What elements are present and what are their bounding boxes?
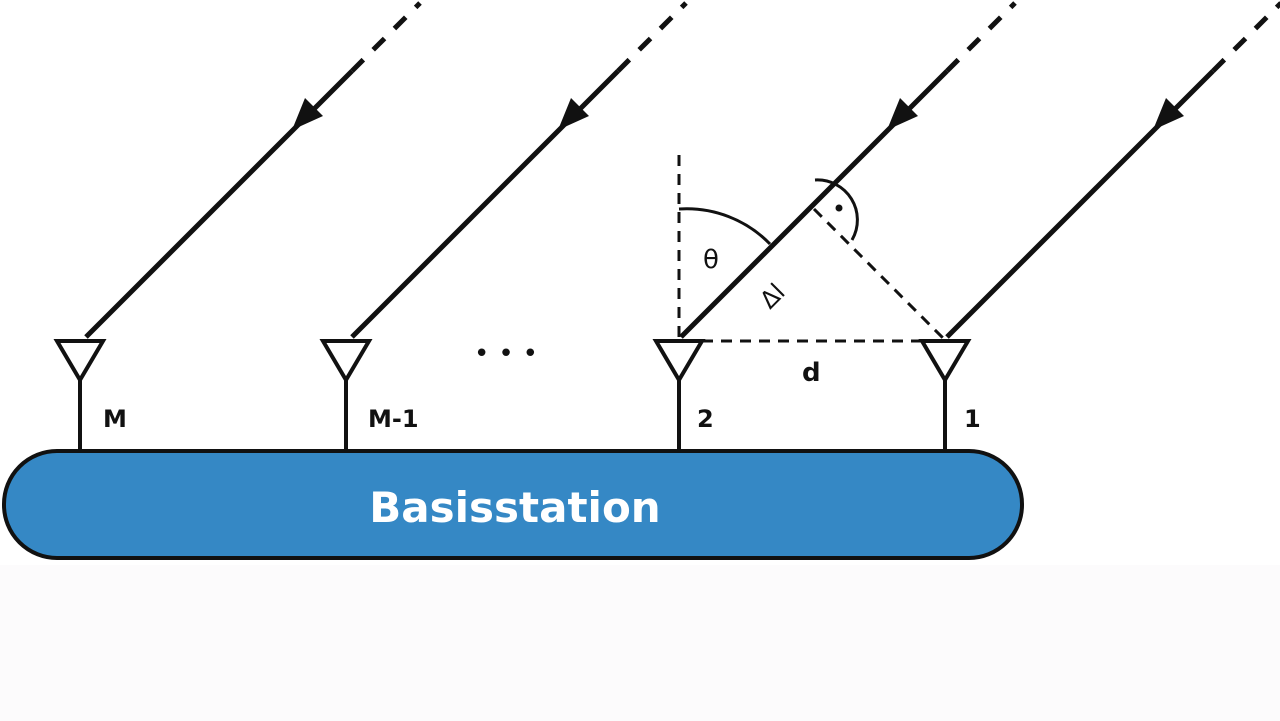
antenna-2 bbox=[652, 339, 706, 452]
antenna-1-icon bbox=[918, 339, 972, 384]
ray-2-dashed bbox=[945, 1, 1017, 73]
perpendicular-line bbox=[812, 207, 946, 341]
theta-arc bbox=[678, 207, 772, 246]
antenna-label-m: M bbox=[103, 405, 127, 433]
ray-1-dashed bbox=[1211, 1, 1280, 73]
geometry-construction bbox=[677, 155, 946, 343]
antenna-label-m1: M-1 bbox=[368, 405, 419, 433]
ray-m-dashed bbox=[350, 1, 422, 73]
base-station-label: Basisstation bbox=[369, 483, 660, 532]
antenna-m bbox=[53, 339, 107, 452]
antenna-m1-icon bbox=[319, 339, 373, 384]
arrowhead-ray-1 bbox=[1153, 98, 1184, 130]
spacing-label: d bbox=[802, 358, 821, 388]
base-station-body bbox=[2, 449, 1024, 560]
antennas bbox=[53, 339, 972, 452]
antenna-1 bbox=[918, 339, 972, 452]
right-angle-dot bbox=[835, 204, 843, 212]
antenna-label-2: 2 bbox=[697, 405, 714, 433]
ellipsis: ••• bbox=[474, 339, 547, 369]
arrowhead-ray-m1 bbox=[558, 98, 589, 130]
path-difference-label: Δl bbox=[754, 278, 790, 314]
arrowhead-ray-2 bbox=[887, 98, 918, 130]
antenna-m-icon bbox=[53, 339, 107, 384]
antenna-label-1: 1 bbox=[964, 405, 981, 433]
bottom-band bbox=[0, 565, 1280, 721]
right-angle-arc bbox=[814, 178, 859, 241]
antenna-2-icon bbox=[652, 339, 706, 384]
ray-m1-dashed bbox=[616, 1, 688, 73]
theta-label: θ bbox=[703, 245, 719, 275]
ray-arrowheads bbox=[292, 98, 1184, 130]
antenna-m1 bbox=[319, 339, 373, 452]
incoming-rays bbox=[84, 1, 1280, 339]
arrowhead-ray-m bbox=[292, 98, 323, 130]
